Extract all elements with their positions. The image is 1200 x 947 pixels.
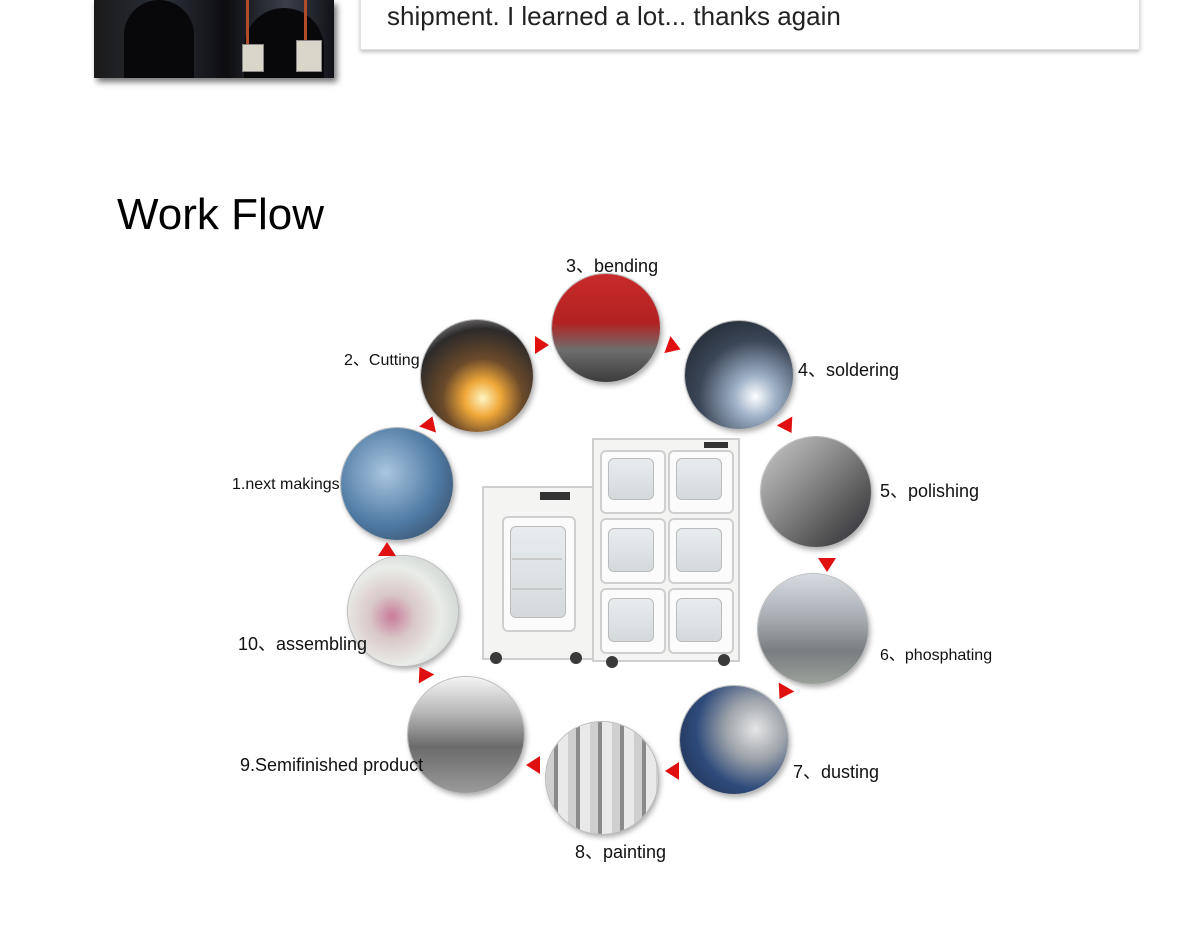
- arrow-icon: [776, 416, 800, 438]
- testimonial-text: shipment. I learned a lot... thanks agai…: [387, 1, 841, 31]
- step-8-image: [546, 722, 658, 834]
- step-9-label: 9.Semifinished product: [240, 755, 424, 775]
- step-6-label: 6、phosphating: [880, 647, 993, 664]
- arrow-icon: [664, 336, 684, 358]
- arrow-icon: [526, 756, 540, 774]
- arrow-icon: [535, 336, 549, 354]
- arrow-icon: [378, 542, 396, 556]
- testimonial-photo: [94, 0, 334, 78]
- step-10-label: 10、assembling: [238, 634, 368, 654]
- step-10-image: [348, 556, 458, 666]
- step-2-image: [421, 320, 533, 432]
- step-5-image: [761, 437, 871, 547]
- step-3-image: [552, 274, 660, 382]
- arrow-icon: [771, 682, 795, 704]
- step-9-image: [408, 677, 524, 793]
- step-4-image: [685, 321, 793, 429]
- arrow-icon: [411, 662, 435, 684]
- step-5-label: 5、polishing: [880, 481, 980, 501]
- arrow-icon: [665, 762, 679, 780]
- step-1-image: [341, 428, 453, 540]
- step-8-label: 8、painting: [575, 842, 667, 862]
- section-title: Work Flow: [117, 190, 324, 239]
- step-3-label: 3、bending: [566, 256, 659, 276]
- step-7-image: [680, 686, 788, 794]
- step-1-label: 1.next makings: [232, 476, 340, 493]
- testimonial-box: shipment. I learned a lot... thanks agai…: [360, 0, 1140, 50]
- step-7-label: 7、dusting: [793, 762, 880, 782]
- arrow-icon: [818, 558, 836, 572]
- step-6-image: [758, 574, 868, 684]
- step-4-label: 4、soldering: [798, 360, 900, 380]
- step-2-label: 2、Cutting: [344, 352, 420, 369]
